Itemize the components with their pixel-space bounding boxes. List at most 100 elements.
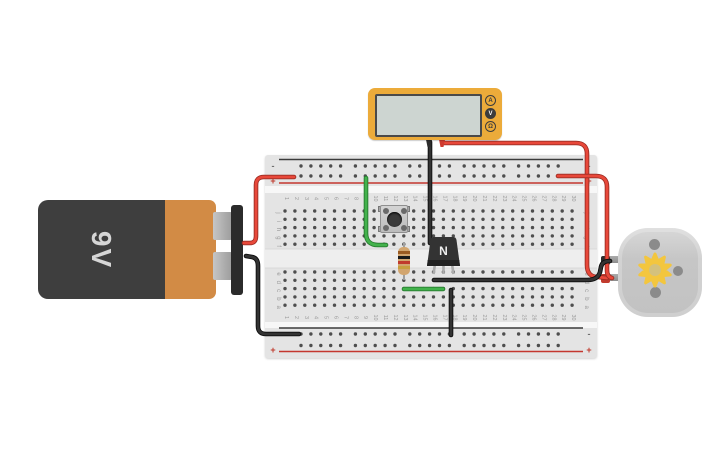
- column-number: 19: [461, 196, 467, 202]
- multimeter-body[interactable]: A V Ω: [368, 88, 502, 140]
- column-number: 21: [481, 315, 487, 321]
- pushbutton-plunger[interactable]: [386, 211, 402, 227]
- battery-negative-wire[interactable]: [243, 253, 302, 337]
- transistor-body: [427, 237, 460, 266]
- column-number: 3: [303, 316, 309, 319]
- column-number: 4: [313, 197, 319, 200]
- column-number: 5: [323, 197, 329, 200]
- column-number: 1: [283, 316, 289, 319]
- column-number: 25: [521, 196, 527, 202]
- battery-connector-plate: [231, 205, 243, 295]
- column-number: 16: [432, 315, 438, 321]
- column-number: 7: [342, 316, 348, 319]
- column-number: 22: [491, 196, 497, 202]
- rail-label: -: [588, 329, 591, 339]
- row-letter: b: [583, 297, 589, 301]
- rail-to-motor-red-wire[interactable]: [555, 173, 615, 281]
- motor-terminal-stub-top: [604, 256, 620, 263]
- resistor-band-4: [398, 266, 410, 269]
- row-letter: c: [275, 289, 281, 292]
- row-letter: e: [275, 272, 281, 276]
- pushbutton-pin-head: [400, 224, 407, 231]
- multimeter-display: [375, 94, 482, 137]
- transistor-label: N: [439, 244, 448, 258]
- row-letter: a: [583, 306, 589, 310]
- row-letter: h: [275, 228, 281, 231]
- row-letter: f: [275, 245, 281, 247]
- motor-screw-bottom: [650, 287, 661, 298]
- row-letter: i: [275, 221, 281, 222]
- battery-body: [38, 200, 165, 299]
- breadboard-holes[interactable]: [283, 164, 574, 348]
- row-letter: e: [583, 272, 589, 276]
- motor-gear-icon: [638, 252, 672, 288]
- column-number: 17: [441, 196, 447, 202]
- column-number: 13: [402, 196, 408, 202]
- column-number: 29: [560, 315, 566, 321]
- resistor-band-3: [398, 261, 410, 264]
- column-number: 8: [352, 316, 358, 319]
- column-number: 21: [481, 196, 487, 202]
- column-number: 16: [432, 196, 438, 202]
- column-number: 22: [491, 315, 497, 321]
- column-number: 25: [521, 315, 527, 321]
- column-number: 29: [560, 196, 566, 202]
- npn-transistor[interactable]: N: [424, 234, 464, 276]
- column-number: 5: [323, 316, 329, 319]
- column-number: 20: [471, 196, 477, 202]
- column-number: 3: [303, 197, 309, 200]
- column-number: 17: [441, 315, 447, 321]
- resistor[interactable]: [398, 242, 410, 280]
- row-letter: b: [275, 297, 281, 301]
- column-number: 12: [392, 315, 398, 321]
- resistor-band-2: [398, 256, 410, 259]
- column-number: 18: [451, 196, 457, 202]
- multimeter-ohms-button[interactable]: Ω: [485, 121, 496, 132]
- column-number: 28: [550, 315, 556, 321]
- motor-ground-black-wire[interactable]: [431, 258, 613, 283]
- column-number: 27: [540, 196, 546, 202]
- meter-red-probe-wire[interactable]: [440, 139, 610, 281]
- battery-positive-terminal[interactable]: [213, 212, 232, 240]
- battery-cap: [165, 200, 216, 299]
- column-number: 23: [501, 315, 507, 321]
- column-number: 13: [402, 315, 408, 321]
- column-number: 18: [451, 315, 457, 321]
- column-number: 7: [342, 197, 348, 200]
- column-number: 11: [382, 196, 388, 202]
- battery-negative-terminal[interactable]: [213, 252, 232, 280]
- column-number: 15: [422, 196, 428, 202]
- column-number: 9: [362, 316, 368, 319]
- pushbutton-pin-head: [400, 208, 407, 214]
- rail-label: +: [270, 176, 275, 186]
- motor-body[interactable]: [618, 228, 702, 317]
- multimeter-volts-button[interactable]: V: [485, 108, 496, 119]
- column-number: 14: [412, 315, 418, 321]
- rail-label: +: [586, 345, 591, 355]
- column-number: 1: [283, 197, 289, 200]
- button-power-green-wire[interactable]: [363, 175, 389, 248]
- rail-label: -: [272, 161, 275, 171]
- column-number: 26: [531, 315, 537, 321]
- transistor-base-strip: [427, 260, 460, 266]
- row-letter: d: [275, 281, 281, 284]
- column-number: 27: [540, 315, 546, 321]
- pushbutton-pin-head: [382, 208, 389, 214]
- row-letter: j: [275, 211, 281, 213]
- multimeter-black-probe[interactable]: [425, 137, 433, 147]
- pushbutton-body[interactable]: [380, 205, 408, 233]
- multimeter-amps-button[interactable]: A: [485, 95, 496, 106]
- motor-screw-top: [649, 239, 660, 250]
- rail-label: +: [270, 345, 275, 355]
- pushbutton-pin-head: [382, 224, 389, 231]
- column-number: 2: [293, 316, 299, 319]
- row-letter: a: [275, 306, 281, 310]
- battery-positive-wire[interactable]: [241, 174, 297, 246]
- multimeter-red-probe[interactable]: [438, 137, 446, 147]
- column-number: 6: [333, 316, 339, 319]
- resistor-band-1: [398, 251, 410, 254]
- column-number: 23: [501, 196, 507, 202]
- column-number: 10: [372, 196, 378, 202]
